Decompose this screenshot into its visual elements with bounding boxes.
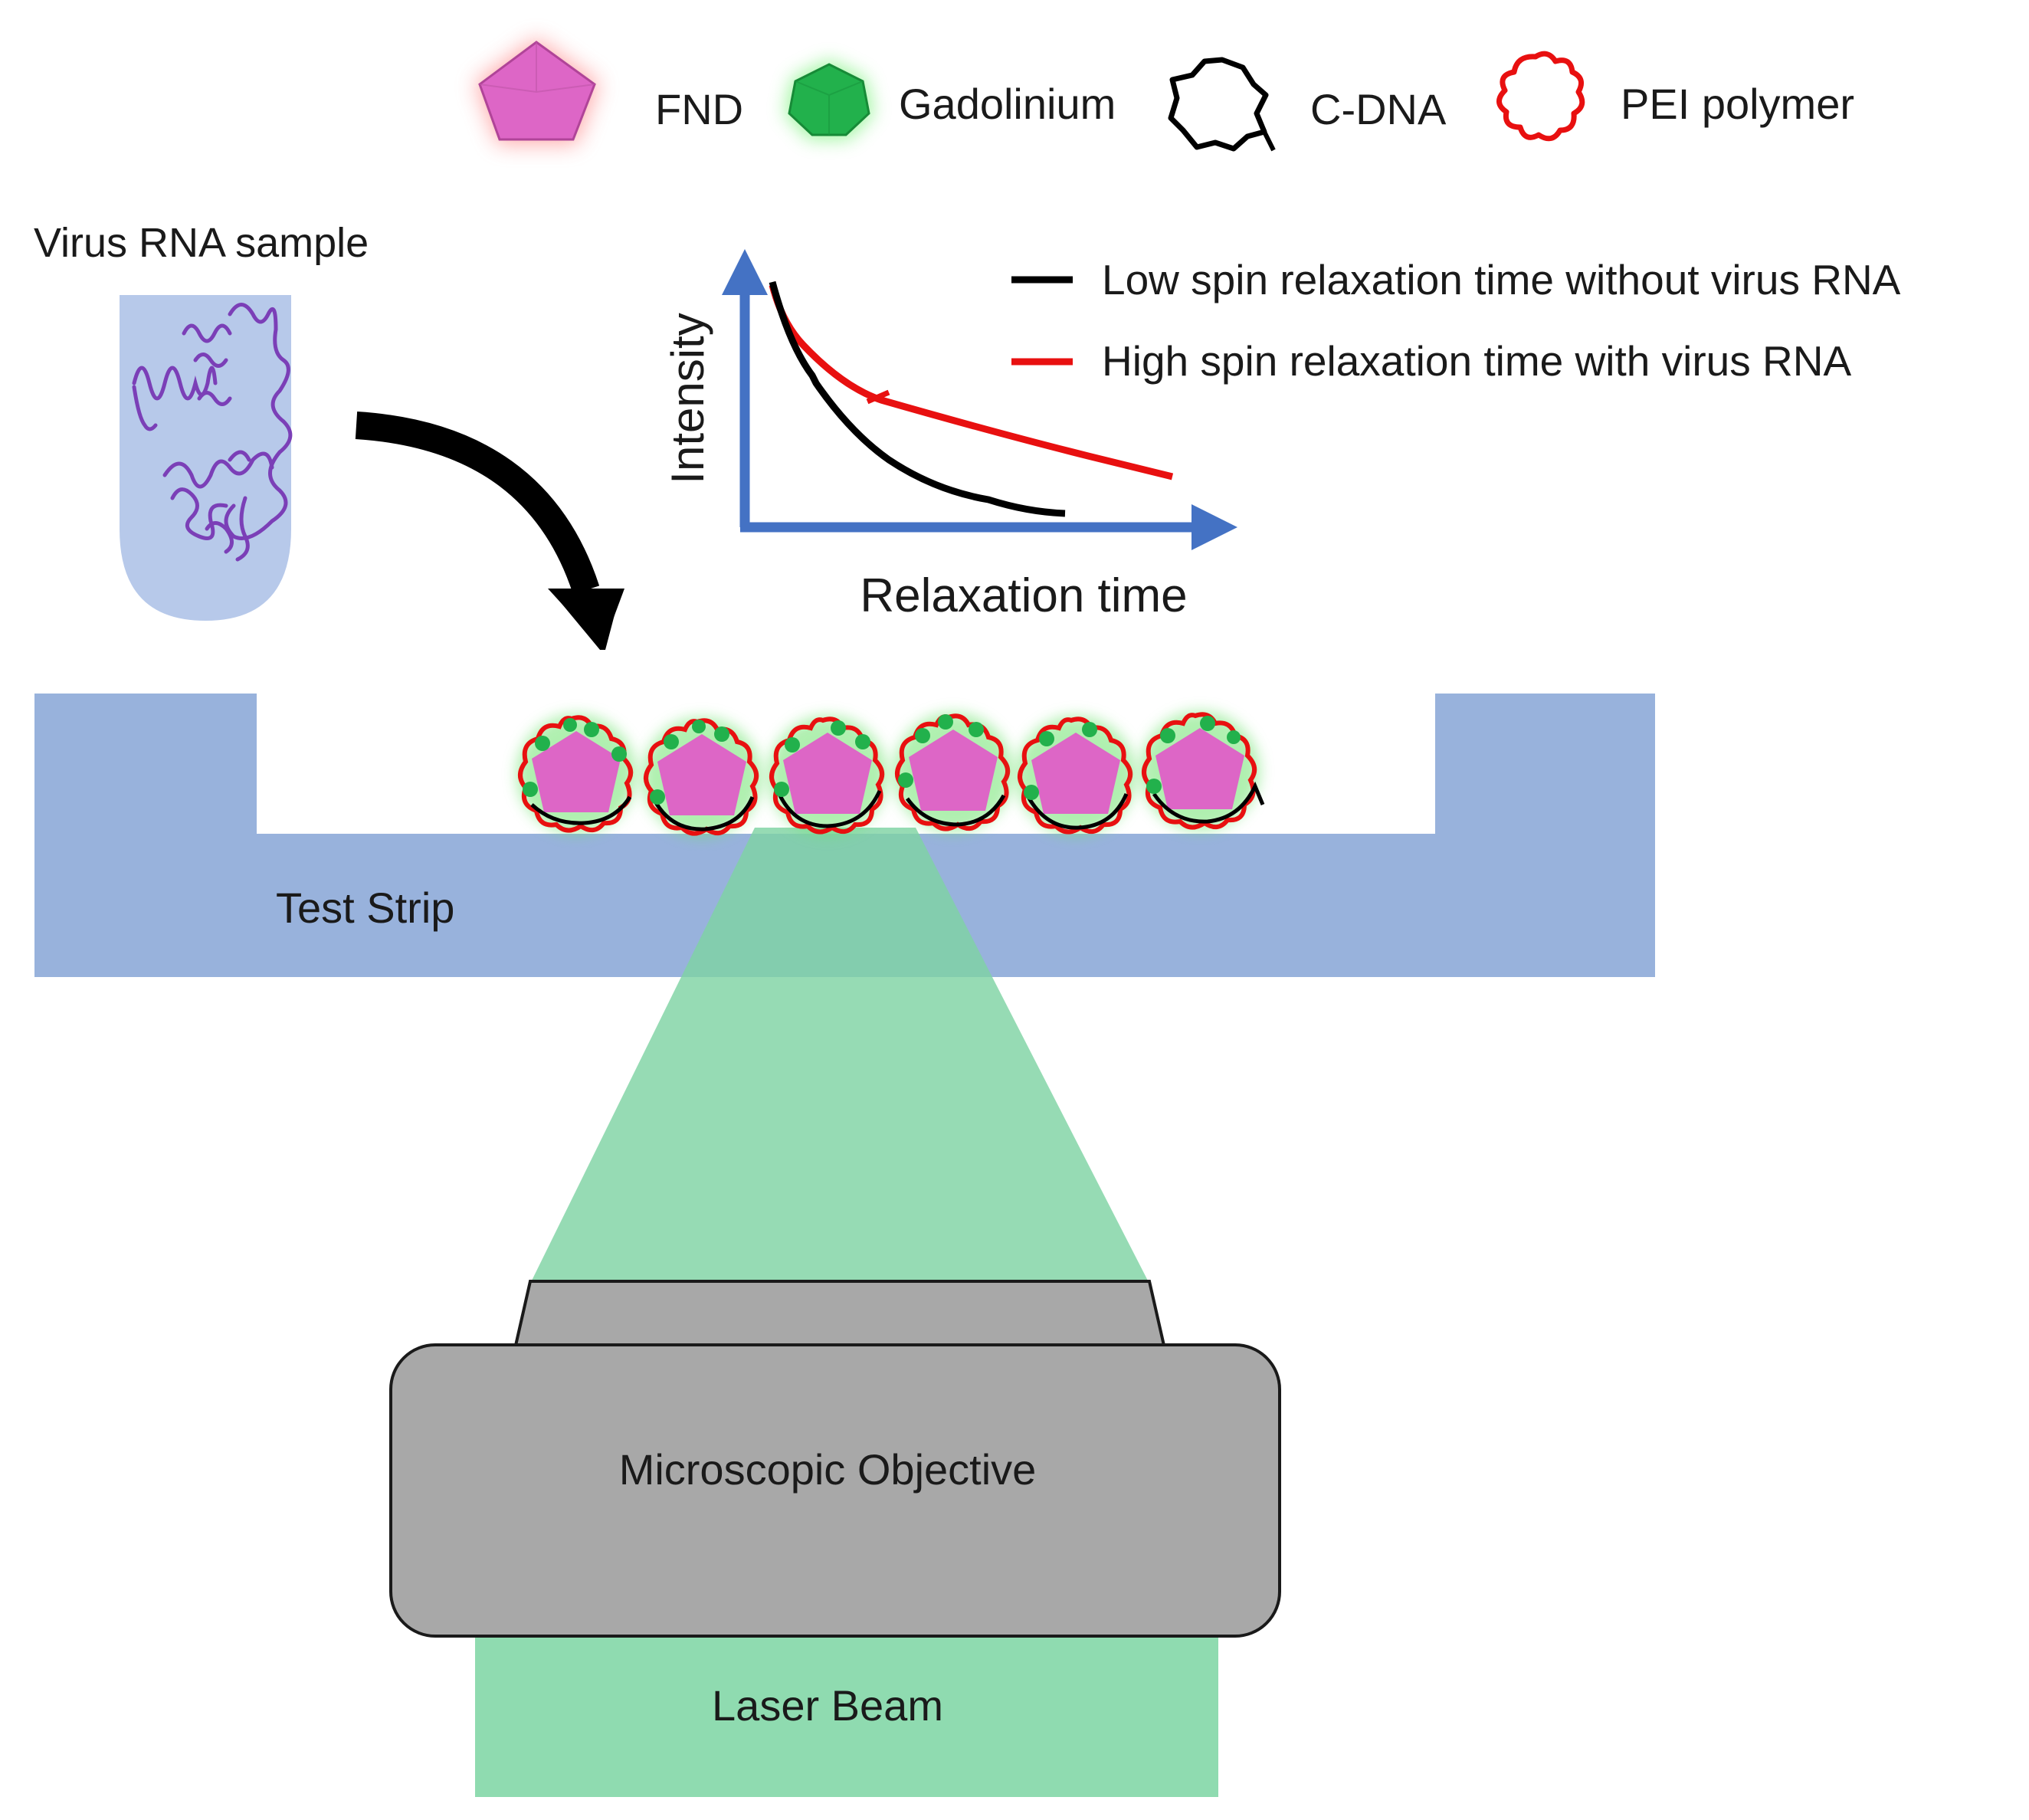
pei-legend-icon [1496, 51, 1585, 142]
test-strip-label: Test Strip [276, 884, 454, 932]
plot-legend-low-label: Low spin relaxation time without virus R… [1102, 256, 1901, 303]
particle-2 [642, 717, 762, 837]
fnd-legend-icon [475, 38, 599, 144]
plot-ylabel: Intensity [662, 313, 713, 484]
laser-beam-base [475, 1628, 1218, 1797]
gadolinium-legend-icon [785, 60, 874, 139]
legend-cdna-label: C-DNA [1310, 85, 1447, 133]
microscopic-objective: Microscopic Objective [389, 1280, 1281, 1638]
objective-body [389, 1343, 1281, 1638]
rna-strands [132, 303, 293, 562]
laser-beam-label: Laser Beam [712, 1681, 943, 1730]
particle-1 [516, 714, 636, 834]
legend-pei-label: PEI polymer [1621, 80, 1854, 128]
particle-chain [516, 711, 1265, 837]
cdna-legend-icon [1168, 57, 1276, 152]
legend: FND Gadolinium C-DNA PEI polymer [475, 38, 1854, 152]
particle-4 [893, 713, 1013, 832]
sample-tube [120, 295, 293, 621]
curve-high-relaxation [769, 284, 1174, 480]
objective-label: Microscopic Objective [619, 1445, 1037, 1494]
curve-high-relaxation-junction [866, 389, 890, 405]
laser-beam-cone [530, 828, 1149, 1284]
plot-legend-high-label: High spin relaxation time with virus RNA [1102, 337, 1851, 385]
sample-label: Virus RNA sample [34, 220, 369, 266]
x-axis-arrowhead [1192, 504, 1237, 550]
particle-3 [768, 716, 887, 835]
plot-legend: Low spin relaxation time without virus R… [1011, 256, 1901, 385]
plot-xlabel: Relaxation time [860, 569, 1187, 622]
particle-6 [1140, 711, 1265, 831]
relaxation-plot: Intensity Relaxation time Low spin relax… [662, 249, 1901, 622]
particle-5 [1016, 716, 1136, 835]
sample-arrow [355, 412, 624, 650]
curve-low-relaxation [769, 280, 1066, 517]
legend-gadolinium-label: Gadolinium [899, 80, 1116, 128]
y-axis-arrowhead [722, 249, 768, 295]
objective-lens-top [513, 1280, 1167, 1350]
legend-fnd-label: FND [655, 85, 743, 133]
